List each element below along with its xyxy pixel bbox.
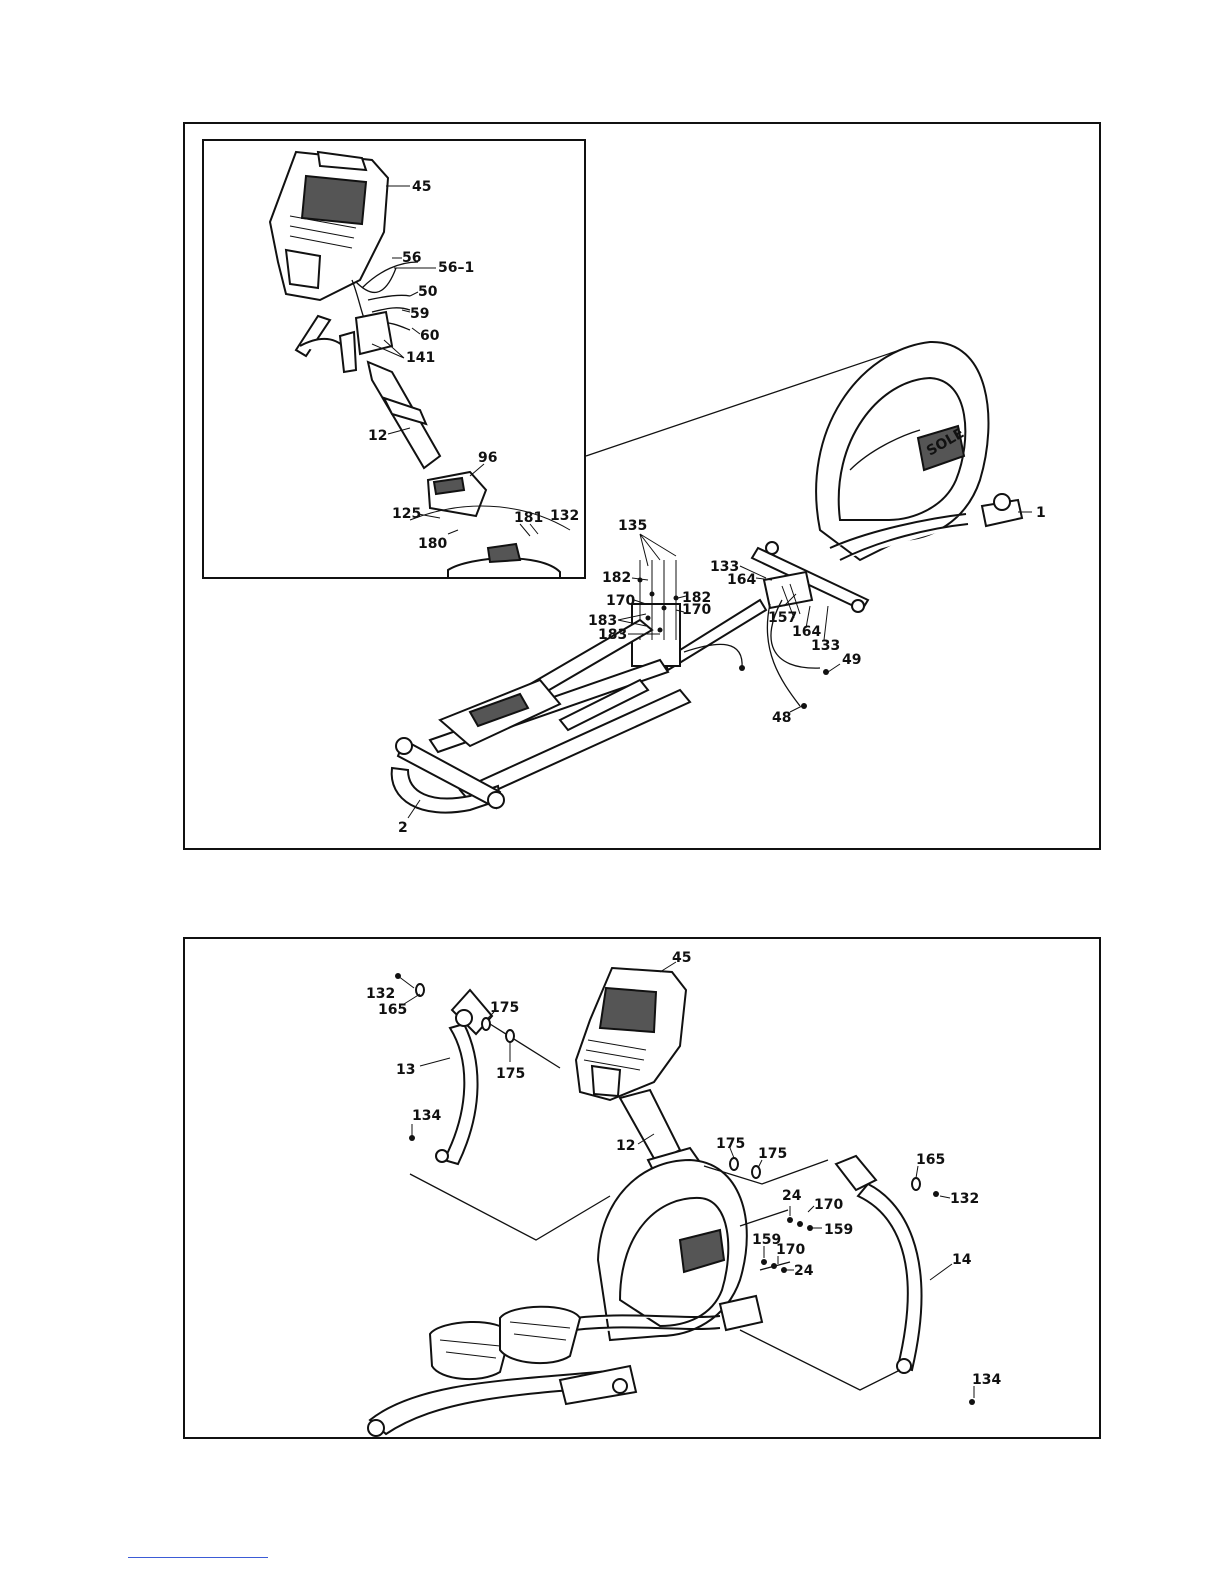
callout-inset-181: 181	[514, 510, 543, 526]
callout-inset-132: 132	[550, 508, 579, 524]
callout-b-132-left: 132	[366, 986, 395, 1002]
callout-1: 1	[1036, 505, 1046, 521]
callout-2: 2	[398, 820, 408, 836]
callout-b-170-lower: 170	[776, 1242, 805, 1258]
callout-b-175-right-2: 175	[758, 1146, 787, 1162]
callout-135: 135	[618, 518, 647, 534]
callout-b-132-right: 132	[950, 1191, 979, 1207]
callout-b-12: 12	[616, 1138, 635, 1154]
callout-inset-60: 60	[420, 328, 440, 344]
callout-inset-125: 125	[392, 506, 421, 522]
callout-inset-180: 180	[418, 536, 447, 552]
callout-b-175-upper-left: 175	[490, 1000, 519, 1016]
handlebar-drawing	[368, 968, 975, 1436]
callout-b-170-upper: 170	[814, 1197, 843, 1213]
callout-b-165-left: 165	[378, 1002, 407, 1018]
callout-inset-50: 50	[418, 284, 438, 300]
callout-b-175-right-1: 175	[716, 1136, 745, 1152]
callout-b-24-upper: 24	[782, 1188, 802, 1204]
callout-inset-12: 12	[368, 428, 387, 444]
callout-48: 48	[772, 710, 791, 726]
callout-133-lower: 133	[811, 638, 840, 654]
footer-rule	[128, 1557, 268, 1558]
callout-b-13: 13	[396, 1062, 415, 1078]
callout-inset-56: 56	[402, 250, 421, 266]
callout-49: 49	[842, 652, 861, 668]
callout-170-right: 170	[682, 602, 711, 618]
callout-inset-141: 141	[406, 350, 435, 366]
callout-inset-59: 59	[410, 306, 429, 322]
callout-164-upper: 164	[727, 572, 756, 588]
callout-b-14: 14	[952, 1252, 972, 1268]
callout-inset-96: 96	[478, 450, 497, 466]
callout-b-134-left: 134	[412, 1108, 441, 1124]
callout-b-45: 45	[672, 950, 691, 966]
callout-b-134-right: 134	[972, 1372, 1001, 1388]
callout-183-lower: 183	[598, 627, 627, 643]
callout-inset-45: 45	[412, 179, 431, 195]
callout-b-24-lower: 24	[794, 1263, 814, 1279]
callout-170-left: 170	[606, 593, 635, 609]
callout-182-left: 182	[602, 570, 631, 586]
callout-b-165-right: 165	[916, 1152, 945, 1168]
callout-b-159-upper: 159	[824, 1222, 853, 1238]
callout-b-175-lower-left: 175	[496, 1066, 525, 1082]
callout-inset-56-1: 56–1	[438, 260, 474, 276]
